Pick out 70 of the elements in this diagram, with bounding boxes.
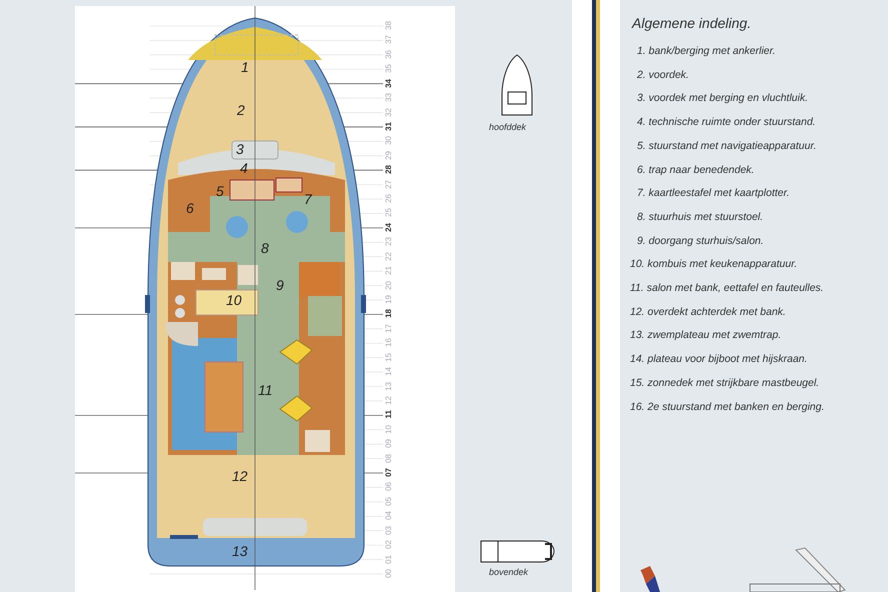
ruler-number: 28 xyxy=(385,165,393,174)
legend-item: 3. voordek met berging en vluchtluik. xyxy=(637,93,808,104)
ruler-number: 12 xyxy=(385,396,393,405)
ruler-number: 14 xyxy=(385,367,393,376)
ruler-number: 36 xyxy=(385,50,393,59)
callout-number: 8 xyxy=(261,241,269,255)
callout-number: 6 xyxy=(186,201,194,215)
legend-item: 16. 2e stuurstand met banken en berging. xyxy=(630,402,824,412)
ruler-number: 38 xyxy=(385,21,393,30)
callout-number: 13 xyxy=(232,544,248,558)
callout-number: 7 xyxy=(304,192,312,206)
ruler-number: 35 xyxy=(385,64,393,74)
ruler-number: 18 xyxy=(385,309,393,318)
ruler-number: 23 xyxy=(385,237,393,246)
callout-number: 5 xyxy=(216,184,224,198)
legend-item: 2. voordek. xyxy=(637,70,689,80)
ruler-number: 05 xyxy=(385,496,393,506)
callout-number: 2 xyxy=(237,103,245,117)
ruler-number: 02 xyxy=(385,540,393,550)
ruler-number: 13 xyxy=(385,382,393,390)
ruler-number: 37 xyxy=(385,35,393,44)
legend-item: 9. doorgang sturhuis/salon. xyxy=(637,236,764,246)
callout-number: 3 xyxy=(236,142,244,156)
callout-number: 12 xyxy=(232,469,248,483)
ruler-number: 06 xyxy=(385,482,393,492)
legend-item: 12. overdekt achterdek met bank. xyxy=(630,306,786,318)
legend-item: 5. stuurstand met navigatieapparatuur. xyxy=(637,140,816,152)
ruler-number: 31 xyxy=(385,122,393,131)
ruler-number: 34 xyxy=(385,78,393,88)
legend-item: 8. stuurhuis met stuurstoel. xyxy=(637,212,764,222)
ruler-number: 24 xyxy=(385,222,393,232)
ruler-number: 27 xyxy=(385,180,393,189)
legend-item: 7. kaartleestafel met kaartplotter. xyxy=(637,188,790,199)
legend-item: 6. trap naar benedendek. xyxy=(637,164,754,175)
legend-item: 10. kombuis met keukenapparatuur. xyxy=(630,259,798,270)
title: Algemene indeling. xyxy=(632,15,752,31)
ruler-number: 08 xyxy=(385,454,393,462)
ruler-number: 25 xyxy=(385,208,393,218)
legend-item: 4. technische ruimte onder stuurstand. xyxy=(637,117,816,128)
view-caption: bovendek xyxy=(489,568,528,577)
ruler-number: 17 xyxy=(385,324,393,333)
ruler-number: 16 xyxy=(385,338,393,348)
ruler-number: 09 xyxy=(385,439,393,448)
ruler-number: 15 xyxy=(385,352,393,362)
ruler-number: 29 xyxy=(385,150,393,160)
callout-number: 9 xyxy=(276,278,284,292)
ruler-number: 21 xyxy=(385,266,393,276)
legend-item: 15. zonnedek met strijkbare mastbeugel. xyxy=(630,378,820,388)
legend-item: 11. salon met bank, eettafel en fauteulles. xyxy=(630,283,824,294)
ruler-number: 26 xyxy=(385,194,393,203)
legend-item: 1. bank/berging met ankerlier. xyxy=(637,46,776,56)
callout-number: 11 xyxy=(258,383,273,397)
legend-item: 14. plateau voor bijboot met hijskraan. xyxy=(630,354,808,365)
ruler-number: 33 xyxy=(385,93,393,102)
view-caption: hoofddek xyxy=(489,123,526,132)
ruler-number: 20 xyxy=(385,280,393,290)
ruler-number: 00 xyxy=(385,568,393,578)
ruler-number: 04 xyxy=(385,511,393,520)
ruler-number: 01 xyxy=(385,554,393,564)
callout-number: 1 xyxy=(241,60,249,74)
ruler-number: 32 xyxy=(385,108,393,116)
ruler-number: 30 xyxy=(385,136,393,146)
callout-number: 10 xyxy=(226,293,242,307)
ruler-number: 22 xyxy=(385,252,393,261)
ruler-number: 07 xyxy=(385,468,393,477)
ruler-number: 03 xyxy=(385,526,393,535)
ruler-number: 19 xyxy=(385,294,393,304)
ruler-number: 11 xyxy=(385,410,393,419)
legend-item: 13. zwemplateau met zwemtrap. xyxy=(630,330,782,341)
ruler-number: 10 xyxy=(385,424,393,434)
